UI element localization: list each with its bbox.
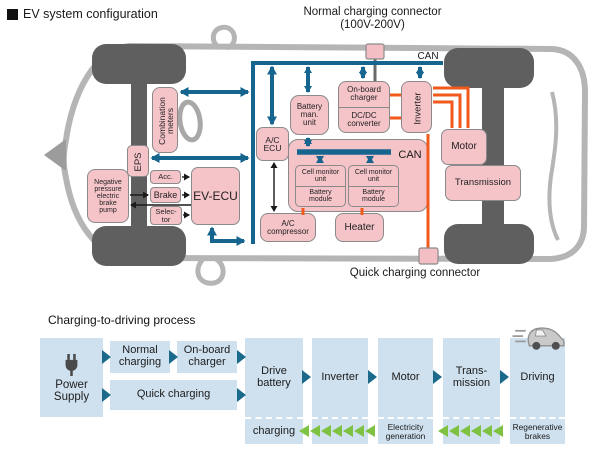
battery-module-label: Battery module — [362, 189, 385, 204]
selector-box: Selec- tor — [150, 206, 182, 225]
rear-right-wheel — [444, 224, 534, 264]
flow-transmission-label: Trans- mission — [452, 364, 491, 389]
flow-quick-charging: Quick charging — [110, 380, 237, 410]
flow-inverter-strip — [312, 417, 368, 444]
brake-pump-box: Negative pressure electric brake pump — [87, 169, 129, 223]
regen-arrow-left — [438, 425, 448, 437]
heater-box: Heater — [335, 213, 384, 242]
regen-arrow-left — [332, 425, 342, 437]
cell-monitor-unit-label: Cell monitor unit — [296, 166, 345, 187]
flow-motor-label: Motor — [391, 370, 420, 383]
top-mirror — [210, 24, 237, 51]
flow-arrow-right — [169, 350, 178, 364]
flow-driving: Driving Regenerative brakes — [510, 338, 565, 444]
ac-ecu-box: A/C ECU — [256, 127, 289, 161]
cell-monitor-module-box-2: Cell monitor unit Battery module — [348, 165, 399, 207]
flow-driving-label: Driving — [520, 370, 555, 383]
regen-arrow-left — [493, 425, 503, 437]
regen-arrow-left — [471, 425, 481, 437]
flow-arrow-right — [433, 370, 442, 384]
inverter-label: Inverter — [411, 91, 423, 125]
flow-arrow-right — [102, 388, 111, 402]
flow-regenerative-brakes-label: Regenerative brakes — [510, 417, 565, 444]
flow-arrow-right — [102, 350, 111, 364]
quick-connector-label: Quick charging connector — [349, 267, 481, 279]
bottom-mirror — [195, 255, 226, 286]
transmission-box: Transmission — [445, 165, 521, 201]
regen-arrow-left — [449, 425, 459, 437]
flow-charging-label: charging — [245, 417, 303, 444]
page-title-text: EV system configuration — [23, 7, 158, 21]
ev-ecu-box: EV-ECU — [191, 167, 240, 225]
flow-arrow-right — [237, 350, 246, 364]
flow-power-supply: Power Supply — [40, 338, 103, 417]
cell-monitor-unit-label: Cell monitor unit — [349, 166, 398, 187]
cell-monitor-module-box-1: Cell monitor unit Battery module — [295, 165, 346, 207]
normal-connector-label: Normal charging connector (100V-200V) — [303, 6, 442, 32]
regen-arrow-left — [460, 425, 470, 437]
regen-arrow-left — [299, 425, 309, 437]
front-right-wheel — [92, 226, 186, 266]
regen-arrow-left — [354, 425, 364, 437]
flow-drive-battery: Drive battery charging — [245, 338, 303, 444]
flow-electricity-generation-label: Electricity generation — [378, 417, 433, 444]
flow-normal-charging: Normal charging — [110, 341, 170, 373]
accelerator-box: Acc. — [150, 170, 181, 184]
onboard-charger-dcdc-box: On-board charger DC/DC converter — [338, 81, 390, 133]
flow-arrow-right — [237, 388, 246, 402]
motor-box: Motor — [441, 129, 487, 165]
regen-arrow-left — [343, 425, 353, 437]
can-box-label: CAN — [398, 149, 422, 161]
regen-arrow-left — [365, 425, 375, 437]
battery-management-unit-box: Battery man. unit — [290, 95, 329, 135]
regen-arrow-left — [482, 425, 492, 437]
flow-onboard-charger: On-board charger — [177, 341, 237, 373]
rear-hatch-line — [547, 91, 560, 241]
title-bullet-icon — [7, 8, 18, 20]
eps-box: EPS — [127, 145, 149, 177]
brake-box: Brake — [150, 187, 181, 203]
flow-arrow-right — [368, 370, 377, 384]
front-left-wheel — [92, 44, 186, 84]
flow-drive-battery-label: Drive battery — [257, 364, 291, 389]
page-title: EV system configuration — [7, 7, 158, 21]
car-icon — [512, 327, 565, 350]
regen-arrow-left — [321, 425, 331, 437]
flow-title: Charging-to-driving process — [48, 313, 196, 327]
combination-meters-box: Combination meters — [152, 87, 178, 153]
flow-transmission-strip — [443, 417, 500, 444]
battery-module-label: Battery module — [309, 189, 332, 204]
inverter-box: Inverter — [401, 81, 432, 133]
regen-arrow-left — [310, 425, 320, 437]
rear-left-wheel — [444, 48, 534, 88]
dcdc-converter-label: DC/DC converter — [347, 110, 381, 128]
flow-arrow-right — [302, 370, 311, 384]
flow-power-supply-label: Power Supply — [53, 378, 90, 403]
can-bus-label: CAN — [417, 51, 439, 62]
eps-label: EPS — [133, 152, 145, 172]
onboard-charger-label: On-board charger — [339, 82, 389, 108]
plug-icon — [65, 353, 78, 376]
flow-motor: Motor Electricity generation — [378, 338, 433, 444]
ac-compressor-box: A/C compressor — [260, 213, 316, 242]
flow-inverter-label: Inverter — [321, 370, 359, 383]
flow-arrow-right — [500, 370, 509, 384]
combination-meters-label: Combination meters — [156, 97, 176, 145]
front-direction-arrow-icon — [44, 139, 66, 171]
steering-wheel — [177, 99, 203, 143]
